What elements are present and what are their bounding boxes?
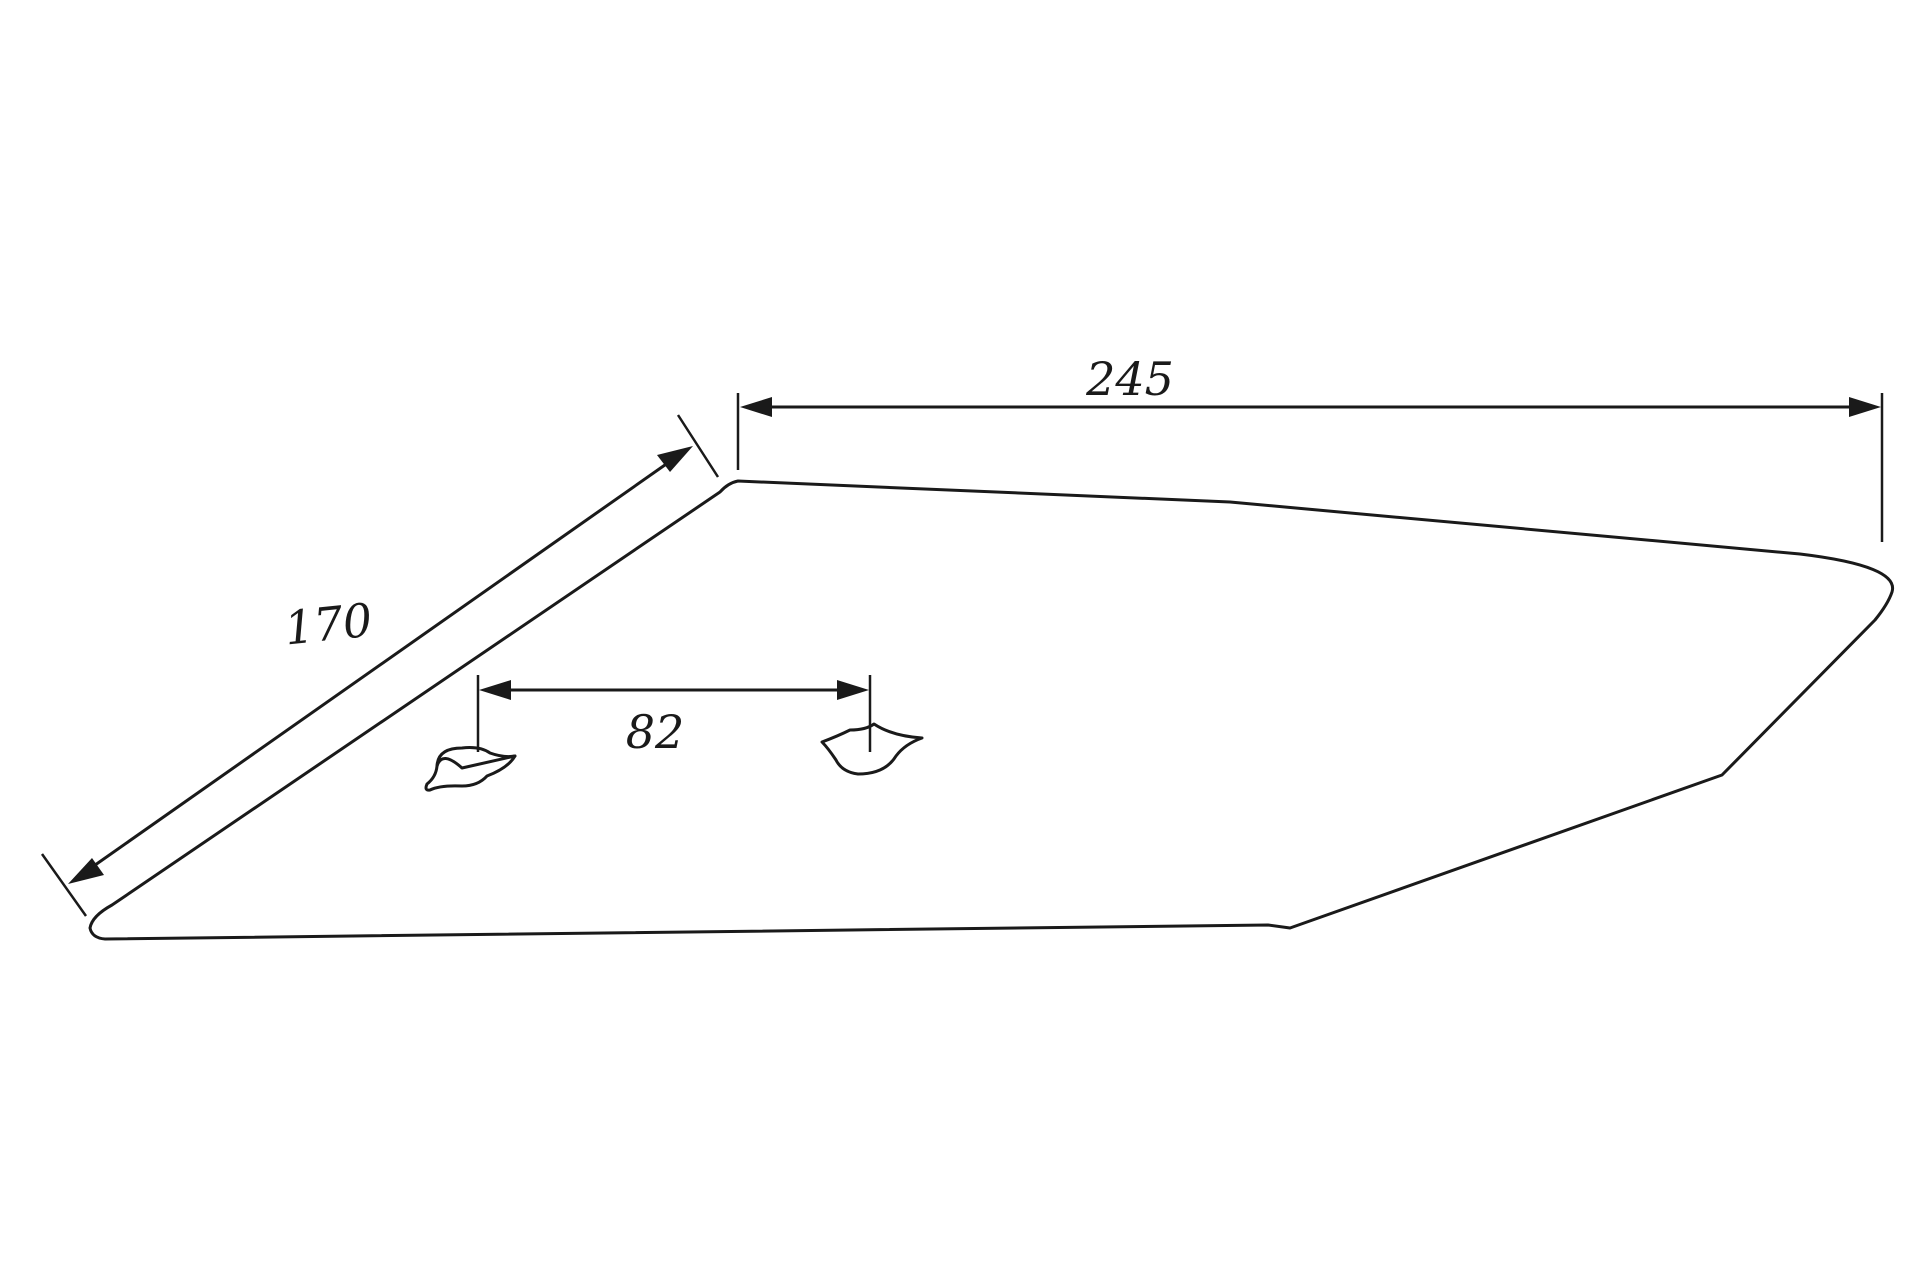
arrowhead-top-left <box>740 397 772 417</box>
dimension-label-slanted-edge: 170 <box>282 593 375 656</box>
dimension-label-top-width: 245 <box>1085 352 1174 406</box>
arrowhead-top-right <box>1849 397 1881 417</box>
arrowhead-slant-bottom <box>68 858 104 884</box>
extension-line-slant-top <box>676 414 720 478</box>
extension-line-slant-bottom <box>40 853 88 917</box>
dimension-label-hole-spacing: 82 <box>626 705 685 759</box>
arrowhead-hole-right <box>837 680 869 700</box>
dimension-line-slanted-edge <box>87 458 673 872</box>
left-mounting-hole-curve <box>435 746 517 768</box>
arrowhead-hole-left <box>479 680 511 700</box>
part-outline <box>88 479 1895 941</box>
right-mounting-hole <box>820 722 924 776</box>
arrowhead-slant-top <box>657 446 693 472</box>
